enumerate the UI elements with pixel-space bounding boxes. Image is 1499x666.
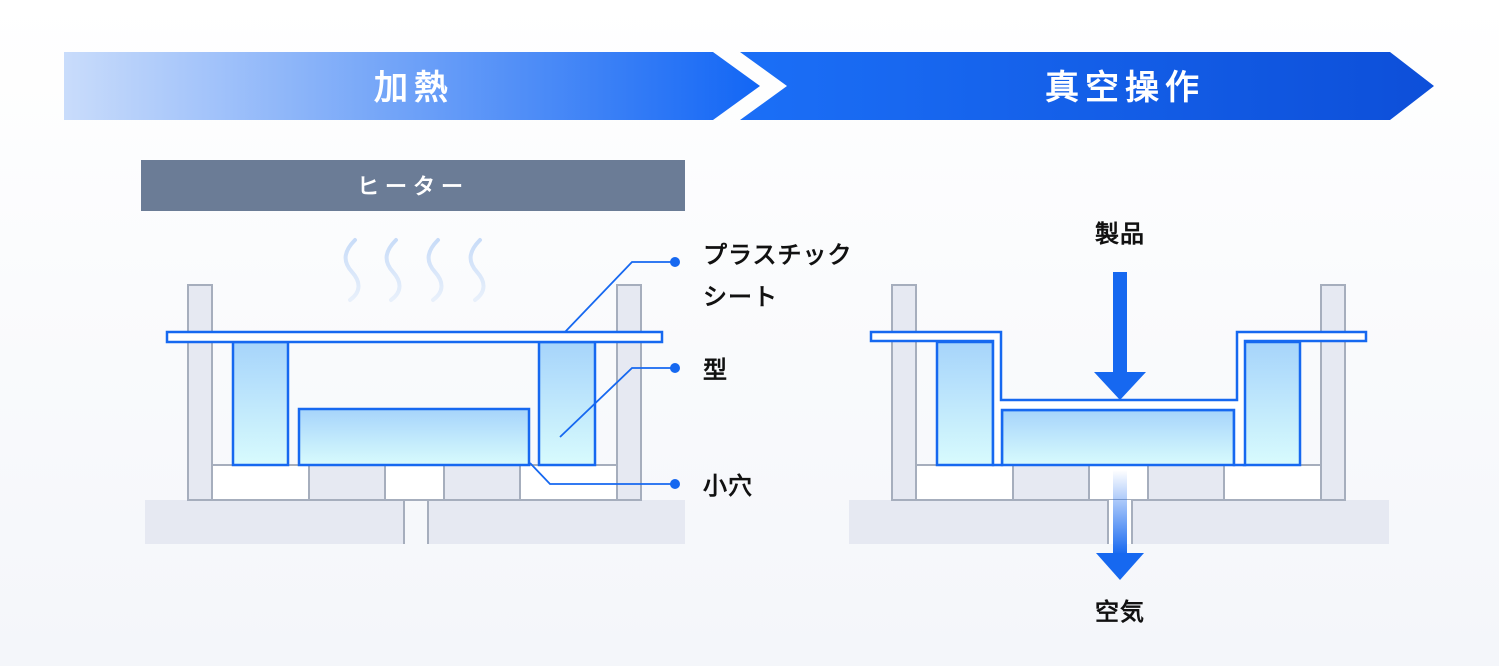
label-mold: 型 xyxy=(703,356,728,384)
label-plastic-sheet-line1: プラスチック xyxy=(703,241,853,269)
mold-wall-left xyxy=(231,340,290,467)
formed-plastic-sheet xyxy=(869,330,1368,467)
label-air: 空気 xyxy=(1095,598,1145,626)
support-block-left xyxy=(1012,464,1090,501)
base-block-left xyxy=(849,500,1108,544)
support-block-left xyxy=(308,464,386,501)
mold-wall-right xyxy=(537,340,597,467)
leader-line-small-hole xyxy=(529,462,675,485)
support-block-right xyxy=(1147,464,1225,501)
product-arrow-icon xyxy=(1094,272,1146,400)
mold-table xyxy=(211,464,618,501)
mold-center xyxy=(1000,408,1236,467)
heater-panel xyxy=(141,160,685,211)
base-block-right xyxy=(1132,500,1389,544)
air-arrow-icon xyxy=(1096,470,1144,580)
leader-dot-small-hole xyxy=(670,479,680,489)
heating-diagram: ヒーター プラスチック xyxy=(141,160,853,544)
post-left xyxy=(187,284,213,501)
mold-center xyxy=(297,407,531,467)
plastic-sheet xyxy=(165,330,664,344)
post-left xyxy=(891,284,917,501)
leader-line-mold xyxy=(559,367,675,438)
step-bar-vacuum: 真空操作 xyxy=(740,52,1434,120)
vacuum-diagram: 製品 空気 xyxy=(849,220,1389,626)
label-small-hole: 小穴 xyxy=(703,472,753,500)
support-block-right xyxy=(443,464,521,501)
step-label-heating: 加熱 xyxy=(374,68,454,108)
base-block-right xyxy=(428,500,685,544)
mold-wall-left xyxy=(935,340,995,467)
label-plastic-sheet-line2: シート xyxy=(703,283,778,311)
heat-waves-icon xyxy=(343,238,486,302)
mold-wall-right xyxy=(1242,340,1302,467)
heater-label: ヒーター xyxy=(357,175,469,200)
post-right xyxy=(1320,284,1346,501)
leader-dot-mold xyxy=(670,363,680,373)
post-right xyxy=(616,284,642,501)
step-label-vacuum: 真空操作 xyxy=(1045,68,1205,108)
leader-dot-plastic-sheet xyxy=(670,257,680,267)
label-product: 製品 xyxy=(1095,220,1145,248)
base-block-left xyxy=(145,500,404,544)
leader-line-plastic-sheet xyxy=(564,261,675,333)
step-bar-heating: 加熱 xyxy=(64,52,760,120)
